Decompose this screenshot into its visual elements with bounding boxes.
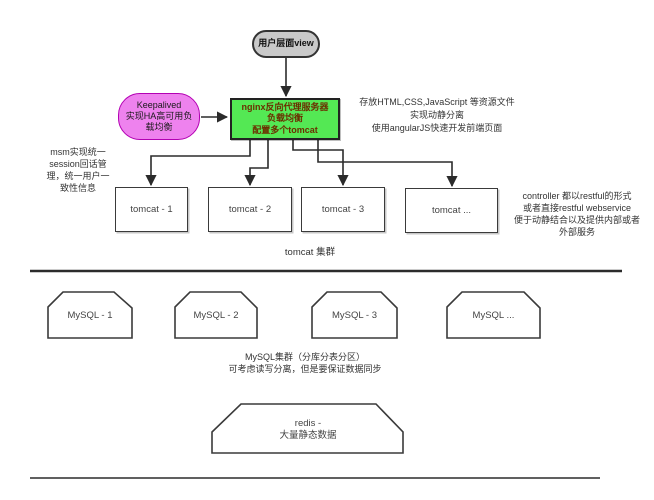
mysql-3-shape [311, 291, 398, 339]
mysql-2-label: MySQL - 2 [193, 310, 239, 321]
redis-shape [211, 403, 404, 454]
user-view-label: 用户层面view [258, 38, 314, 49]
connector-nginx-to-tomcat4-arrow [317, 140, 458, 188]
node-tomcat-1: tomcat - 1 [115, 187, 188, 232]
mysql-2-shape [174, 291, 258, 339]
annotation-static-resources: 存放HTML,CSS,JavaScript 等资源文件 实现动静分离 使用ang… [359, 97, 515, 133]
caption-tomcat-cluster: tomcat 集群 [284, 247, 336, 258]
tomcat-3-label: tomcat - 3 [321, 203, 365, 215]
annotation-msm-session: msm实现统一 session回话管 理，统一用户一 致性信息 [46, 147, 110, 193]
connector-nginx-to-tomcat1-arrow [145, 140, 251, 187]
node-nginx: nginx反向代理服务器 负载均衡 配置多个tomcat [230, 98, 340, 140]
node-keepalived: Keepalived 实现HA高可用负 载均衡 [118, 93, 200, 140]
node-tomcat-2: tomcat - 2 [208, 187, 292, 232]
node-tomcat-4: tomcat ... [405, 188, 498, 233]
tomcat-1-label: tomcat - 1 [130, 203, 173, 215]
keepalived-label: Keepalived 实现HA高可用负 载均衡 [125, 99, 193, 133]
caption-mysql-cluster: MySQL集群（分库分表分区） 可考虑读写分离，但是要保证数据同步 [228, 352, 382, 374]
nginx-label: nginx反向代理服务器 负载均衡 配置多个tomcat [241, 102, 329, 135]
connector-nginx-to-tomcat2-arrow [244, 140, 269, 187]
annotation-controller-restful: controller 都以restful的形式 或者直接restful webs… [513, 191, 640, 237]
tomcat-2-label: tomcat - 2 [228, 203, 272, 215]
node-user-view: 用户层面view [252, 30, 320, 58]
mysql-4-label: MySQL ... [472, 310, 515, 321]
mysql-4-shape [446, 291, 541, 339]
mysql-1-shape [47, 291, 133, 339]
mysql-3-label: MySQL - 3 [331, 310, 378, 321]
redis-label: redis - 大量静态数据 [279, 418, 337, 441]
mysql-1-label: MySQL - 1 [67, 310, 113, 321]
tomcat-4-label: tomcat ... [431, 204, 472, 216]
node-tomcat-3: tomcat - 3 [301, 187, 385, 232]
